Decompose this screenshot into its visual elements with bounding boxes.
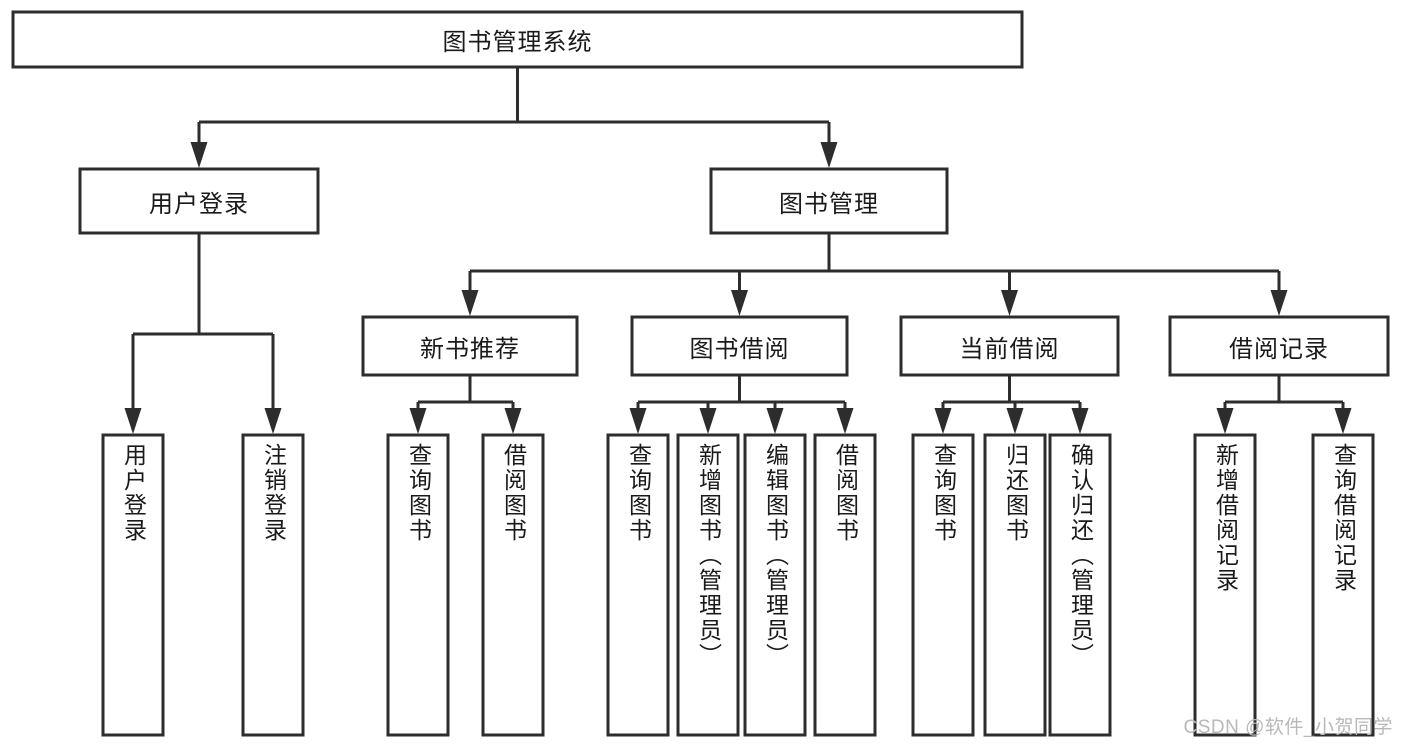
connector-layer: [124, 67, 1352, 434]
node-box-leaf-query-record[interactable]: [1311, 433, 1375, 737]
arrow-head-icon: [731, 290, 748, 316]
arrow-head-icon: [1216, 408, 1234, 434]
node-box-leaf-confirm-return[interactable]: [1048, 433, 1112, 737]
node-box-root[interactable]: [11, 10, 1024, 69]
arrow-head-icon: [1001, 290, 1018, 316]
arrow-head-icon: [836, 408, 854, 434]
arrow-head-icon: [409, 408, 427, 434]
node-box-leaf-query-book-1[interactable]: [386, 433, 450, 737]
node-box-leaf-edit-book[interactable]: [743, 433, 807, 737]
arrow-head-icon: [190, 142, 208, 168]
arrow-head-icon: [1334, 408, 1352, 434]
node-box-new-book-rec[interactable]: [361, 315, 579, 377]
node-box-leaf-user-login[interactable]: [101, 433, 165, 737]
node-box-book-manage[interactable]: [709, 167, 949, 235]
node-box-current-borrow[interactable]: [899, 315, 1120, 377]
node-box-user-login[interactable]: [78, 167, 320, 235]
node-box-leaf-add-record[interactable]: [1193, 433, 1257, 737]
node-box-borrow-record[interactable]: [1168, 315, 1390, 377]
node-box-layer: [11, 10, 1390, 737]
node-box-leaf-logout[interactable]: [241, 433, 305, 737]
arrow-head-icon: [820, 142, 838, 168]
arrow-head-icon: [504, 408, 522, 434]
arrow-head-icon: [699, 408, 717, 434]
arrow-head-icon: [1006, 408, 1024, 434]
arrow-head-icon: [934, 408, 952, 434]
node-box-leaf-query-book-2[interactable]: [606, 433, 670, 737]
node-box-leaf-borrow-book-2[interactable]: [813, 433, 877, 737]
arrow-head-icon: [629, 408, 647, 434]
arrow-head-icon: [124, 408, 142, 434]
arrow-head-icon: [1071, 408, 1089, 434]
node-box-leaf-query-book-3[interactable]: [911, 433, 975, 737]
arrow-head-icon: [264, 408, 282, 434]
node-box-leaf-return-book[interactable]: [983, 433, 1047, 737]
node-box-leaf-add-book[interactable]: [676, 433, 740, 737]
node-box-leaf-borrow-book-1[interactable]: [481, 433, 545, 737]
arrow-head-icon: [1270, 290, 1288, 316]
node-box-book-borrow[interactable]: [630, 315, 849, 377]
arrow-head-icon: [461, 290, 479, 316]
csdn-watermark: CSDN @软件_小贺同学: [1183, 717, 1393, 738]
arrow-head-icon: [766, 408, 784, 434]
